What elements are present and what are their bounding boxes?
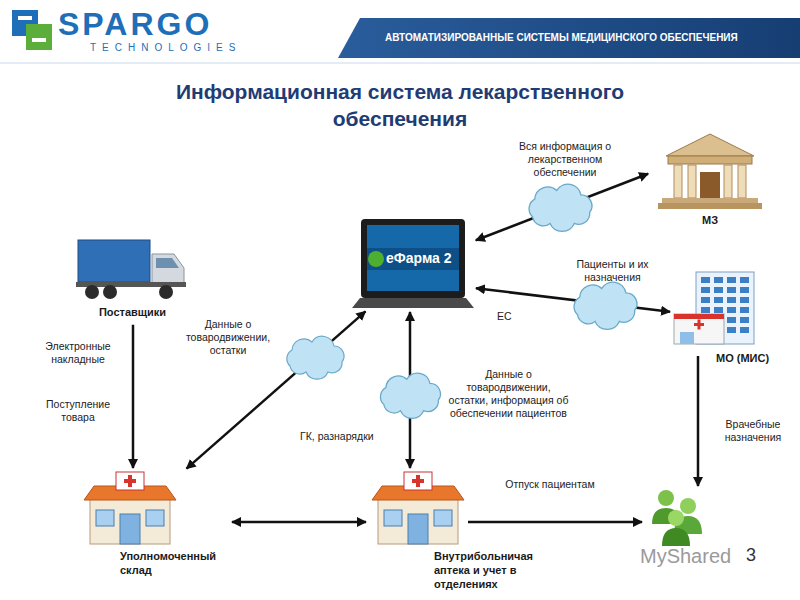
- page-number: 3: [746, 544, 756, 567]
- flow-arrow: [132, 325, 135, 468]
- network-cloud: [529, 184, 592, 231]
- brand-name: SPARGO: [58, 4, 212, 44]
- warehouse-store: Уполномоченный склад: [80, 470, 230, 581]
- supplier-truck: Поставщики: [70, 232, 195, 323]
- flow-arrow: [476, 288, 670, 312]
- ministry-building: МЗ: [650, 128, 770, 231]
- network-cloud: [574, 282, 637, 329]
- node-label: Уполномоченный склад: [80, 550, 230, 581]
- node-label: еФарма 2: [352, 250, 474, 271]
- flow-note: Отпуск пациентам: [505, 478, 595, 491]
- node-label: Внутрибольничая аптека и учет в отделени…: [368, 550, 548, 594]
- watermark: MyShared: [640, 544, 731, 569]
- edge-label: Пациенты и их назначения: [555, 258, 670, 284]
- node-label: МЗ: [650, 214, 770, 231]
- laptop-system: еФарма 2: [352, 218, 474, 310]
- hospital-building: МО (МИС): [672, 268, 784, 369]
- edge-label: Данные о товародвижении, остатки: [172, 318, 284, 357]
- edge-label: Электронные накладные: [28, 340, 128, 366]
- flow-note: Врачебные назначения: [712, 418, 794, 444]
- ministry-building-icon: [650, 128, 770, 212]
- node-label: МО (МИС): [672, 352, 784, 369]
- flow-arrow: [476, 174, 648, 241]
- patients-icon: [652, 490, 702, 546]
- supplier-truck-icon: [70, 232, 195, 304]
- header-bar: [338, 18, 800, 58]
- network-cloud: [380, 373, 440, 418]
- flow-note: ГК, разнарядки: [300, 430, 374, 443]
- edge-label: Вся информация о лекарственном обеспечен…: [505, 140, 625, 179]
- header-rule: [0, 63, 800, 64]
- header-caption: АВТОМАТИЗИРОВАННЫЕ СИСТЕМЫ МЕДИЦИНСКОГО …: [385, 32, 738, 45]
- node-label: Поставщики: [70, 306, 195, 323]
- network-label: ЕС: [497, 310, 512, 323]
- logo-mark: [12, 10, 52, 50]
- brand-subtitle: TECHNOLOGIES: [90, 42, 241, 55]
- warehouse-store-icon: [80, 470, 230, 548]
- diagram-title: Информационная система лекарственного об…: [150, 78, 650, 133]
- network-cloud: [287, 336, 344, 379]
- hospital-building-icon: [672, 268, 784, 350]
- patients-arrows: [468, 356, 698, 522]
- edge-label: Данные о товародвижении, остатки, информ…: [446, 368, 571, 421]
- flow-note: Поступление товара: [28, 398, 128, 424]
- flow-arrow: [232, 521, 366, 524]
